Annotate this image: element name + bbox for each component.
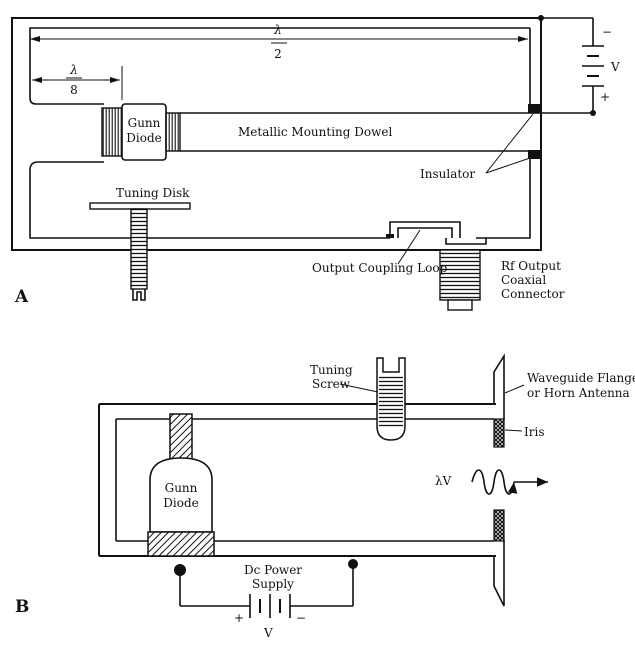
tuning-screw-line1: Tuning xyxy=(310,363,353,377)
insulators: Insulator xyxy=(420,104,542,181)
insulator-label: Insulator xyxy=(420,167,475,181)
panel-b-letter: B xyxy=(15,597,29,617)
battery-a: − V + xyxy=(538,15,620,116)
power-supply: Dc Power Supply + − V xyxy=(174,559,358,640)
cavity-walls xyxy=(11,17,542,251)
tuning-screw-line2: Screw xyxy=(312,377,351,391)
output-coupling: Output Coupling Loop Rf Output Coaxial C… xyxy=(312,221,565,311)
power-supply-line2: Supply xyxy=(252,577,294,591)
tuning-disk: Tuning Disk xyxy=(89,186,191,301)
flange-label-line2: or Horn Antenna xyxy=(527,386,630,400)
iris-label: Iris xyxy=(524,425,544,439)
battery-b-v: V xyxy=(263,626,273,640)
rf-output-line3: Connector xyxy=(501,287,565,301)
dowel-label: Metallic Mounting Dowel xyxy=(238,125,392,139)
lambda-eighth-denominator: 8 xyxy=(70,83,78,97)
lambda-half-denominator: 2 xyxy=(274,47,282,61)
lambda-eighth-dimension: λ 8 xyxy=(32,63,123,100)
lambda-eighth-numerator: λ xyxy=(69,63,78,77)
radiated-wave: λV xyxy=(435,469,548,495)
battery-a-v: V xyxy=(610,60,620,74)
battery-b-minus: − xyxy=(296,611,306,625)
panel-b: Waveguide Flange or Horn Antenna Iris Tu… xyxy=(15,353,635,640)
gunn-diode-a-label-line2: Diode xyxy=(126,131,161,145)
rf-output-line2: Coaxial xyxy=(501,273,546,287)
battery-a-minus: − xyxy=(602,25,612,39)
wave-label: λV xyxy=(435,474,452,488)
gunn-diode-b-label-line2: Diode xyxy=(163,496,198,510)
flange-label-line1: Waveguide Flange xyxy=(527,371,635,385)
mounting-dowel: Metallic Mounting Dowel xyxy=(180,112,593,152)
power-supply-line1: Dc Power xyxy=(244,563,302,577)
battery-b-plus: + xyxy=(234,611,244,625)
output-loop-label: Output Coupling Loop xyxy=(312,261,448,275)
panel-a: λ 2 λ 8 Gunn Diode Metallic Mounting Do xyxy=(11,15,620,311)
gunn-diode-b-label-line1: Gunn xyxy=(165,481,198,495)
lambda-half-dimension: λ 2 xyxy=(30,23,528,61)
lambda-half-numerator: λ xyxy=(273,23,282,37)
panel-a-letter: A xyxy=(14,287,29,307)
gunn-diode-a-label-line1: Gunn xyxy=(128,116,161,130)
waveguide-flange: Waveguide Flange or Horn Antenna Iris xyxy=(493,353,635,607)
gunn-diode-a: Gunn Diode xyxy=(101,103,181,161)
tuning-screw: Tuning Screw xyxy=(310,357,406,441)
tuning-disk-label: Tuning Disk xyxy=(116,186,190,200)
gunn-diode-b: Gunn Diode xyxy=(147,413,215,557)
rf-output-line1: Rf Output xyxy=(501,259,561,273)
battery-a-plus: + xyxy=(600,90,610,104)
